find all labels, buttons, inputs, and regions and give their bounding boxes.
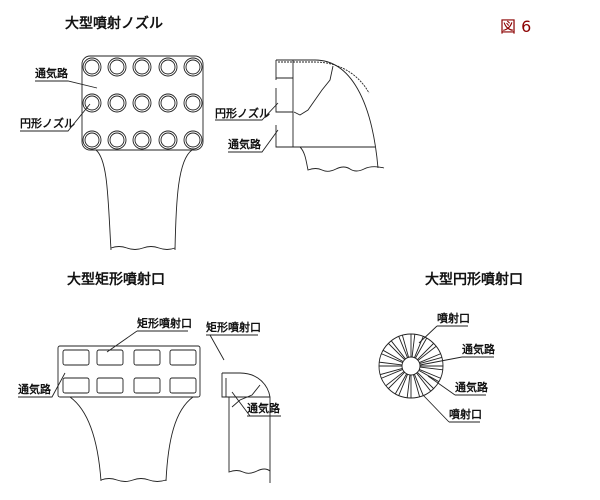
outlet-spoke <box>394 373 408 396</box>
label-circular-nozzle: 円形ノズル <box>20 116 75 130</box>
side-label-circular-nozzle: 円形ノズル <box>215 106 270 120</box>
outlet-spoke <box>385 371 405 389</box>
side-label-rect-air-passage: 通気路 <box>247 401 281 415</box>
outlet-spoke <box>379 361 403 367</box>
rect-outlet-slot <box>96 377 124 394</box>
nozzle-hole <box>107 130 127 150</box>
label-air-passage-2: 通気路 <box>455 380 489 394</box>
rect-outlet-front-view <box>57 345 201 482</box>
label-air-passage: 通気路 <box>35 66 69 80</box>
figure-label: 図 6 <box>500 17 531 36</box>
rect-outlet-slot <box>62 377 90 394</box>
nozzle-hole <box>132 130 152 150</box>
nozzle-hole <box>183 93 203 113</box>
outlet-spoke <box>419 353 442 365</box>
label-outlet-top: 噴射口 <box>437 311 470 325</box>
rect-outlet-slot <box>133 349 161 366</box>
large-nozzle-front-view <box>81 55 204 251</box>
nozzle-hole <box>183 130 203 150</box>
nozzle-hole <box>82 93 102 113</box>
outlet-spoke <box>410 334 416 358</box>
nozzle-hole <box>158 130 178 150</box>
outlet-spoke <box>406 374 412 398</box>
side-label-air-passage: 通気路 <box>228 137 262 151</box>
circular-outlet-view <box>378 333 444 399</box>
section2-title: 大型矩形噴射口 <box>67 271 165 288</box>
side-label-rect-outlet: 矩形噴射口 <box>206 320 261 334</box>
nozzle-hole <box>107 57 127 77</box>
outlet-spoke <box>381 349 404 363</box>
nozzle-hole <box>107 93 127 113</box>
rect-outlet-side-view <box>221 372 271 483</box>
section1-title: 大型噴射ノズル <box>65 15 163 32</box>
nozzle-hole <box>82 130 102 150</box>
rect-outlet-slot <box>62 349 90 366</box>
rect-outlet-slot <box>169 349 197 366</box>
nozzle-hole <box>132 93 152 113</box>
outlet-spoke <box>418 369 441 383</box>
rect-outlet-slot <box>133 377 161 394</box>
nozzle-hole <box>183 57 203 77</box>
outlet-spoke <box>419 365 443 371</box>
outlet-spoke <box>417 343 437 361</box>
large-nozzle-side-view <box>275 59 385 172</box>
label-rect-outlet: 矩形噴射口 <box>137 316 192 330</box>
label-outlet-bottom: 噴射口 <box>449 407 482 421</box>
rect-outlet-slot <box>169 377 197 394</box>
outlet-spoke <box>412 374 424 397</box>
nozzle-hole <box>158 93 178 113</box>
nozzle-hole <box>158 57 178 77</box>
rect-outlet-slot <box>96 349 124 366</box>
outlet-spoke <box>416 372 434 392</box>
nozzle-hole <box>82 57 102 77</box>
outlet-spoke <box>388 340 406 360</box>
label-air-passage-1: 通気路 <box>462 342 496 356</box>
outlet-spoke <box>380 367 403 379</box>
section3-title: 大型円形噴射口 <box>425 271 523 288</box>
outlet-spoke <box>398 335 410 358</box>
label-rect-air-passage: 通気路 <box>18 382 52 396</box>
nozzle-hole <box>132 57 152 77</box>
